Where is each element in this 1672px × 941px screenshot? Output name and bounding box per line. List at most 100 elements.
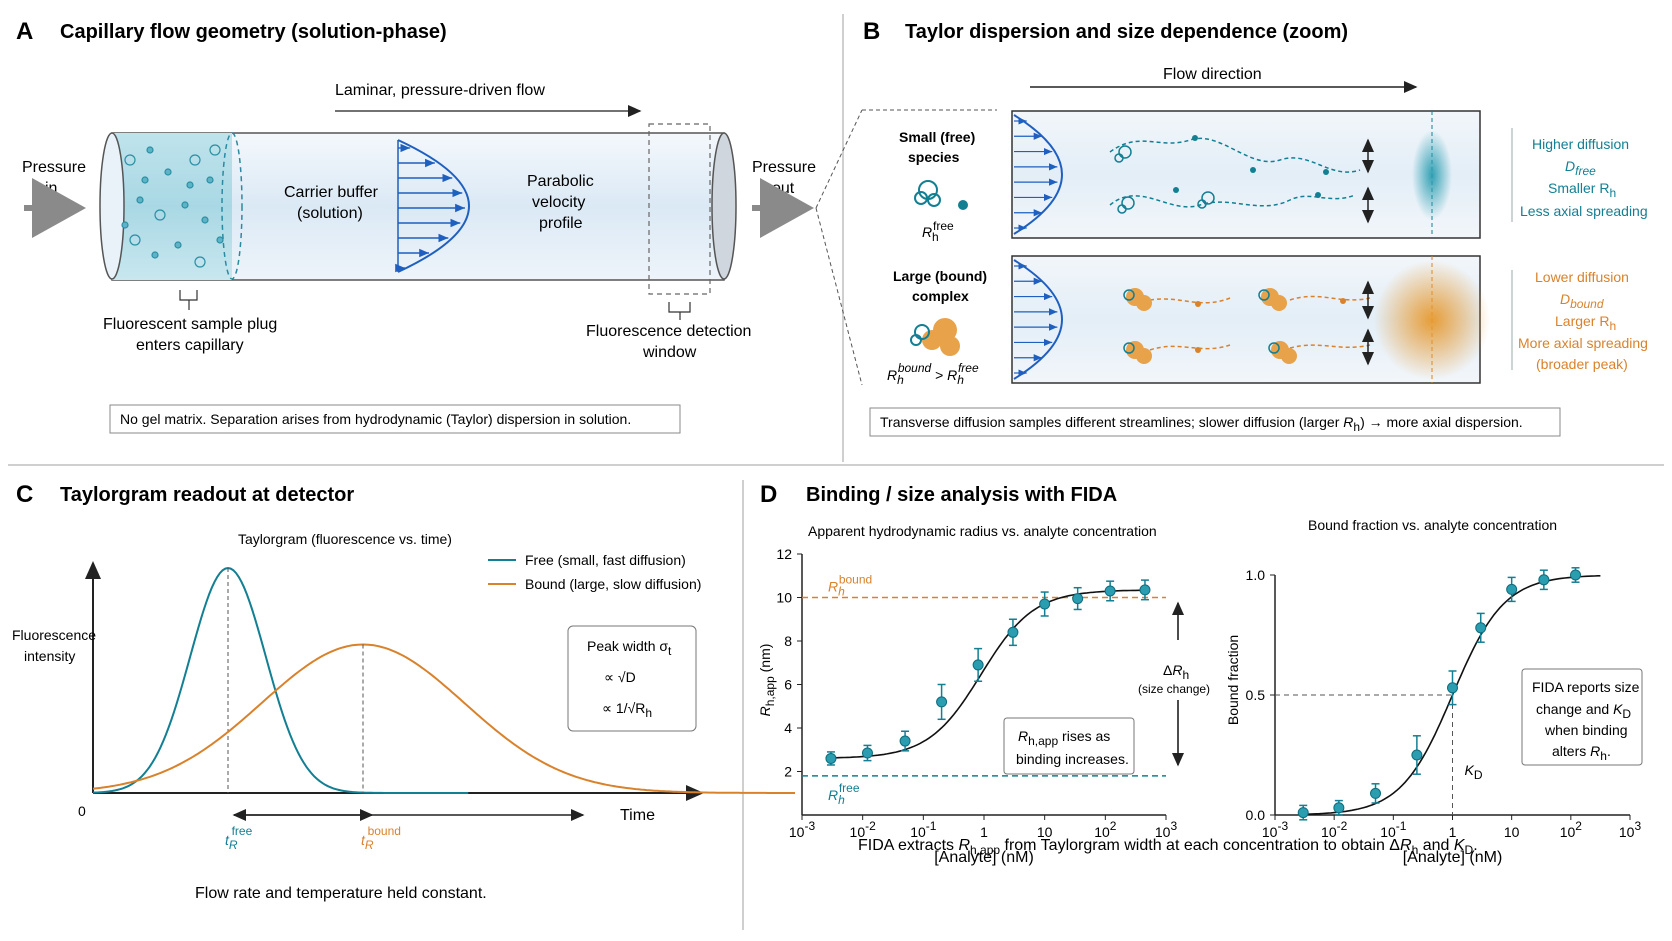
capillary-outlet — [711, 132, 737, 280]
panel-b-letter: B — [863, 18, 880, 45]
panel-a: A Capillary flow geometry (solution-phas… — [16, 18, 816, 434]
small-molecule-icon — [914, 180, 968, 210]
x-tick-label: 102 — [1560, 819, 1583, 840]
pressure-in-label-2: in — [45, 180, 57, 197]
bf-data-point — [1333, 802, 1345, 814]
y-tick-label: 4 — [784, 720, 792, 736]
x-tick-exponent: 2 — [1575, 819, 1582, 833]
fida-annot-4: alters Rh. — [1552, 743, 1611, 763]
y-tick-label: 10 — [776, 590, 792, 606]
x-tick-label: 103 — [1619, 819, 1642, 840]
plug-molecules — [121, 144, 224, 268]
c-ylabel-2: intensity — [24, 648, 75, 664]
panel-b-note-sub: h — [1353, 420, 1360, 434]
panel-c-letter: C — [16, 481, 33, 508]
free-molecules — [1114, 135, 1329, 214]
tr-bound-t: t — [361, 832, 366, 848]
fida-annotation-box — [1521, 668, 1643, 766]
tr-bound-label: tRbound — [361, 824, 401, 852]
tr-free-t: t — [225, 832, 230, 848]
profile-label-2: velocity — [532, 194, 585, 211]
panel-b-note: Transverse diffusion samples different s… — [880, 414, 1523, 434]
panel-b-title: Taylor dispersion and size dependence (z… — [905, 21, 1348, 43]
rh-data-point — [972, 659, 984, 671]
y-tick-label: 8 — [784, 633, 792, 649]
plug-molecule — [174, 241, 182, 249]
x-tick-exponent: -2 — [865, 819, 876, 833]
plug-molecule — [164, 168, 172, 176]
detection-window-box — [648, 123, 711, 295]
bf-data-point — [1506, 583, 1518, 595]
bf-data-point — [1297, 807, 1309, 819]
zoom-line-bottom — [815, 207, 863, 386]
rh-data-point — [861, 747, 873, 759]
profile-label: Parabolic — [527, 173, 594, 190]
bound-rh-text: Larger R — [1555, 313, 1609, 329]
x-tick-label: 1 — [1449, 824, 1457, 840]
x-tick-exponent: -3 — [1277, 819, 1288, 833]
y-axis-label: Rh,app (nm) — [757, 644, 777, 717]
plug-bracket — [179, 290, 198, 310]
bf-data-point — [1411, 749, 1423, 761]
x-tick-exponent: -3 — [804, 819, 815, 833]
free-prop-4: Less axial spreading — [1520, 203, 1648, 219]
rh-data-point — [825, 752, 837, 764]
y-tick-label: 2 — [784, 764, 792, 780]
size-change-label: (size change) — [1138, 682, 1210, 696]
carrier-label-2: (solution) — [297, 205, 363, 222]
x-axis-label: [Analyte] (nM) — [934, 849, 1034, 866]
panel-a-letter: A — [16, 18, 33, 45]
bound-d-sub: bound — [1570, 297, 1604, 311]
flow-direction-label: Flow direction — [1163, 66, 1262, 83]
rh-bound-label: Rhbound — [828, 573, 872, 599]
c-xlabel: Time — [620, 807, 655, 824]
x-tick-label: 1 — [980, 824, 988, 840]
pressure-out-label: Pressure — [752, 159, 816, 176]
x-tick-exponent: -1 — [926, 819, 937, 833]
small-species-label: Small (free) — [899, 129, 975, 145]
rh-free-sub: h — [932, 230, 939, 244]
panel-d: D Binding / size analysis with FIDA Appa… — [757, 481, 1643, 866]
large-complex-label-2: complex — [912, 288, 969, 304]
tr-free-label: tRfree — [225, 824, 253, 852]
capillary-inlet — [99, 132, 125, 280]
panel-a-title: Capillary flow geometry (solution-phase) — [60, 21, 447, 43]
bf-data-point — [1447, 682, 1458, 694]
rh-data-point — [1039, 598, 1051, 610]
flow-label: Laminar, pressure-driven flow — [335, 82, 545, 99]
plug-label: Fluorescent sample plug — [103, 316, 277, 333]
plug-molecule — [194, 256, 206, 268]
bound-path-1 — [1149, 295, 1371, 304]
x-tick-exponent: 3 — [1634, 819, 1641, 833]
y-tick-label: 0.0 — [1246, 807, 1266, 823]
window-bracket — [668, 302, 691, 320]
plug-molecule — [129, 234, 141, 246]
x-tick-exponent: -2 — [1337, 819, 1348, 833]
rh-annotation-line2: binding increases. — [1016, 751, 1129, 767]
y-tick-label: 6 — [784, 677, 792, 693]
panel-b-note-box — [869, 407, 1561, 437]
free-lane — [1011, 110, 1481, 239]
peak-width-box — [567, 625, 697, 732]
fida-annot-2: change and KD — [1536, 701, 1631, 721]
bound-molecules — [1123, 288, 1346, 364]
legend-free-label: Free (small, fast diffusion) — [525, 552, 686, 568]
d2-title: Bound fraction vs. analyte concentration — [1308, 517, 1557, 533]
x-tick-exponent: -1 — [1396, 819, 1407, 833]
bf-data-point — [1538, 574, 1550, 586]
rh-free-label: Rhfree — [828, 781, 860, 807]
rh-compare: Rhbound > Rhfree — [887, 361, 979, 387]
free-d-symbol: D — [1565, 158, 1575, 174]
bound-peak-blob — [1374, 260, 1490, 380]
free-rh-sub: h — [1609, 186, 1616, 200]
plug-molecule — [206, 176, 214, 184]
plug-molecule — [124, 154, 136, 166]
bound-path-2 — [1149, 344, 1371, 351]
large-complex-label: Large (bound) — [893, 268, 987, 284]
panel-b-note-1: Transverse diffusion samples different s… — [880, 414, 1343, 430]
panel-d-footer: FIDA extracts Rh,app from Taylorgram wid… — [858, 837, 1478, 857]
plug-front — [221, 132, 243, 280]
y-tick-label: 0.5 — [1246, 687, 1266, 703]
x-tick-exponent: 2 — [1110, 819, 1117, 833]
rh-data-point — [1007, 626, 1019, 638]
